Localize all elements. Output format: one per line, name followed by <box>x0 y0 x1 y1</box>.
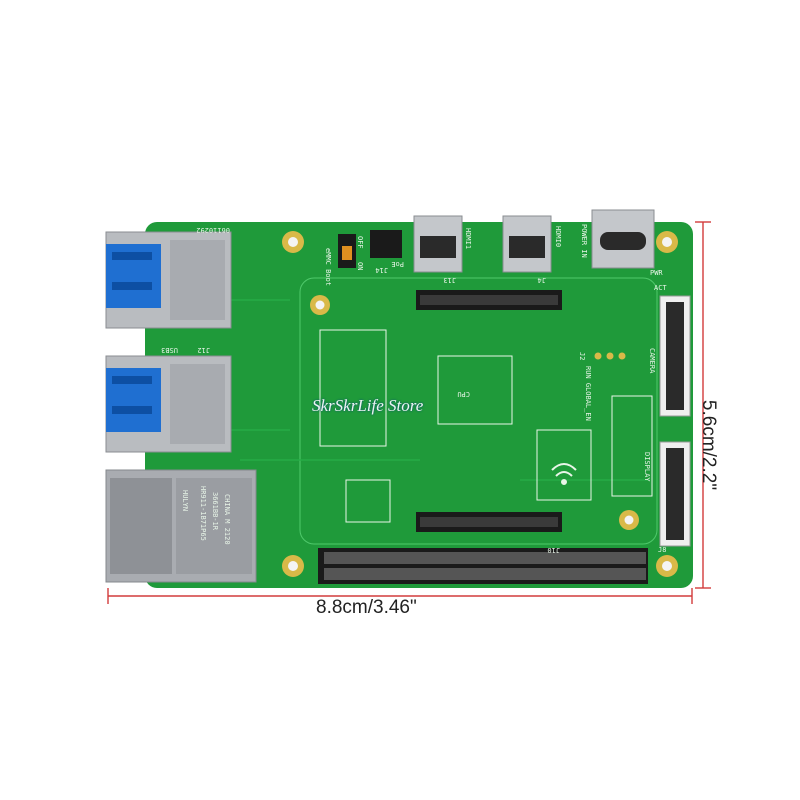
act-label: ACT <box>654 284 667 292</box>
off-label: OFF <box>356 236 364 249</box>
height-dimension-label: 5.6cm/2.2" <box>698 399 719 491</box>
j10-label: J10 <box>547 546 560 554</box>
compute-module-connector-top <box>416 290 562 310</box>
compute-module-connector-bottom <box>416 512 562 532</box>
j12-label: J12 <box>197 346 210 354</box>
power-in-label: POWER IN <box>580 224 588 258</box>
usb3-label: USB3 <box>161 346 178 354</box>
ethernet-brand-label: HULYN <box>181 490 189 511</box>
wifi-icon <box>551 463 577 485</box>
run-global-en-label: RUN GLOBAL_EN <box>584 366 592 421</box>
camera-connector <box>659 295 691 417</box>
pwr-label: PWR <box>650 269 663 277</box>
hdmi1-label: HDMI1 <box>464 228 472 249</box>
usb3-port-top <box>105 231 232 329</box>
ethernet-origin-label: CHINA M 2120 <box>223 494 231 545</box>
component-outlines <box>319 329 653 523</box>
gpio-header <box>318 548 648 584</box>
emmc-boot-label: eMMC Boot <box>324 248 332 286</box>
ethernet-part-label: HR911-1B71P65 <box>199 486 207 541</box>
poe-label: PoE <box>391 260 404 268</box>
j2-label: J2 <box>578 352 586 360</box>
store-watermark: SkrSkrLife Store <box>312 396 424 415</box>
board-code-label: 06110292 <box>196 226 230 234</box>
j4-label: J4 <box>538 276 546 284</box>
on-label: ON <box>356 262 364 270</box>
j13-label: J13 <box>443 276 456 284</box>
j8-label: J8 <box>658 546 666 554</box>
camera-label: CAMERA <box>648 348 656 374</box>
usb3-port-bottom <box>105 355 232 453</box>
hdmi0-port <box>502 215 552 273</box>
ethernet-jack <box>105 469 257 583</box>
width-dimension-label: 8.8cm/3.46" <box>316 597 417 618</box>
display-label: DISPLAY <box>643 452 651 482</box>
hdmi1-port <box>413 215 463 273</box>
emmc-boot-switch <box>338 234 356 268</box>
usb-c-power-port <box>591 209 655 269</box>
dimension-lines <box>107 221 711 604</box>
mounting-holes <box>282 231 678 577</box>
ethernet-sub-label: 3661BB-1R <box>211 492 219 531</box>
poe-header <box>370 230 402 258</box>
j14-label: J14 <box>375 266 388 274</box>
hdmi0-label: HDMI0 <box>554 226 562 247</box>
run-header <box>594 352 626 360</box>
display-connector <box>659 441 691 547</box>
cpu-label: CPU <box>457 390 470 398</box>
